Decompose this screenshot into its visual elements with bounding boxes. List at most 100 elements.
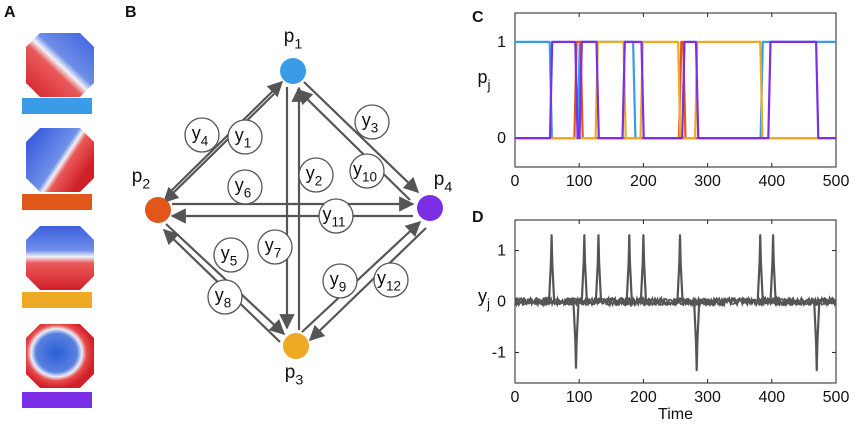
edge-label-y10-base: y	[353, 159, 362, 179]
chart-d-ytick-label: 1	[497, 243, 506, 260]
chart-d-ylabel: yj	[478, 286, 490, 311]
chart-d-xtick-label: 300	[694, 389, 721, 406]
pattern-4-image	[26, 324, 94, 388]
chart-c-xtick-label: 0	[511, 173, 520, 190]
panel-a	[22, 33, 94, 408]
pattern-3-image	[26, 226, 94, 290]
chart-d-spike	[547, 234, 556, 302]
edge-arrow-p1-p4	[303, 81, 420, 194]
edge-label-y3: y3	[362, 110, 379, 135]
edge-label-y5: y5	[221, 243, 238, 268]
chart-d-ytick-label: -1	[492, 344, 506, 361]
chart-c-series-yellow	[515, 40, 836, 140]
node-label-p4-base: p	[434, 169, 445, 190]
edge-label-bubble-3	[354, 104, 390, 140]
chart-c-xtick-label: 300	[694, 173, 721, 190]
node-label-p2-base: p	[132, 166, 143, 187]
node-label-p3-subscript: 3	[295, 373, 303, 389]
panel-label-c: C	[472, 9, 484, 26]
chart-c-ylabel-subscript: j	[487, 77, 491, 92]
edge-arrow-p2-p1	[169, 80, 284, 193]
chart-d-xtick-label: 200	[630, 389, 657, 406]
edge-label-bubble-1	[227, 119, 263, 155]
chart-c-series-blue	[515, 40, 836, 140]
edge-label-bubble-8	[207, 279, 243, 315]
edge-label-bubble-6	[227, 169, 263, 205]
edge-label-bubble-5	[213, 237, 249, 273]
edge-label-bubble-10	[349, 153, 385, 189]
edge-label-y8: y8	[215, 285, 232, 310]
edge-label-y8-base: y	[215, 285, 224, 305]
panel-label-a: A	[4, 4, 16, 21]
edge-label-y1: y1	[235, 125, 252, 150]
chart-c-xtick-label: 100	[566, 173, 593, 190]
chart-d-spike	[639, 234, 648, 302]
edge-label-y2-base: y	[306, 163, 315, 183]
chart-d-ytick-label: 0	[497, 294, 506, 311]
edge-label-y12-base: y	[377, 268, 386, 288]
edge-label-y3-subscript: 3	[371, 120, 379, 135]
edge-arrow-p2-p3	[165, 223, 286, 336]
pattern-4-color-bar	[22, 392, 92, 408]
node-p2	[145, 197, 171, 223]
node-label-p2: p2	[132, 166, 151, 193]
edge-label-y3-base: y	[362, 110, 371, 130]
node-label-p1-subscript: 1	[294, 37, 302, 53]
chart-c-xtick-label: 500	[823, 173, 850, 190]
edge-label-y4: y4	[192, 123, 209, 148]
chart-d-spike	[676, 234, 684, 302]
pattern-2-image	[26, 128, 94, 192]
node-label-p3-base: p	[285, 362, 296, 383]
chart-d-spike	[594, 234, 603, 302]
edge-label-y11-base: y	[322, 204, 331, 224]
edge-label-y6-base: y	[235, 175, 244, 195]
node-p1	[280, 58, 306, 84]
node-label-p2-subscript: 2	[142, 177, 150, 193]
node-label-p1-base: p	[284, 26, 295, 47]
chart-d-spike	[693, 301, 701, 372]
chart-d-spike	[625, 234, 633, 302]
chart-d-xtick-label: 500	[823, 389, 850, 406]
edge-label-y1-base: y	[235, 125, 244, 145]
edge-label-y9-base: y	[330, 269, 339, 289]
edge-label-y12: y12	[377, 268, 401, 293]
chart-c-xtick-label: 200	[630, 173, 657, 190]
node-label-p1: p1	[284, 26, 303, 53]
chart-d-xtick-label: 0	[511, 389, 520, 406]
edge-label-y7-base: y	[265, 235, 274, 255]
edge-label-y7: y7	[265, 235, 282, 260]
edge-arrow-p4-p1	[296, 88, 411, 201]
node-p4	[417, 195, 443, 221]
chart-d-xlabel: Time	[658, 406, 693, 423]
chart-d-spike	[769, 234, 777, 302]
edge-label-y11-subscript: 11	[331, 214, 345, 229]
chart-c-ytick-label: 1	[497, 34, 506, 51]
node-label-p4-subscript: 4	[444, 180, 452, 196]
chart-c-ylabel-base: p	[477, 67, 487, 87]
chart-d-ylabel-base: y	[478, 286, 487, 306]
chart-c-series-orange	[515, 40, 836, 140]
chart-c-series-purple	[515, 40, 836, 140]
edge-label-y11: y11	[322, 204, 345, 229]
edge-arrow-p1-p2	[162, 93, 275, 204]
edge-label-y8-subscript: 8	[224, 295, 232, 310]
chart-c-ytick-label: 0	[497, 130, 506, 147]
edge-label-y7-subscript: 7	[274, 245, 282, 260]
edge-label-bubble-12	[373, 262, 409, 298]
node-label-p3: p3	[285, 362, 304, 389]
edge-arrow-p3-p4	[301, 220, 422, 333]
edge-label-y4-subscript: 4	[201, 133, 209, 148]
edge-label-y9-subscript: 9	[339, 279, 347, 294]
chart-d-xtick-label: 400	[758, 389, 785, 406]
panel-label-d: D	[472, 209, 484, 226]
chart-d-xtick-label: 100	[566, 389, 593, 406]
panel-label-b: B	[125, 4, 137, 21]
edge-label-y4-base: y	[192, 123, 201, 143]
edge-label-y12-subscript: 12	[386, 278, 401, 293]
pattern-3-color-bar	[22, 292, 92, 308]
pattern-2-color-bar	[22, 194, 92, 210]
node-label-p4: p4	[434, 169, 453, 196]
